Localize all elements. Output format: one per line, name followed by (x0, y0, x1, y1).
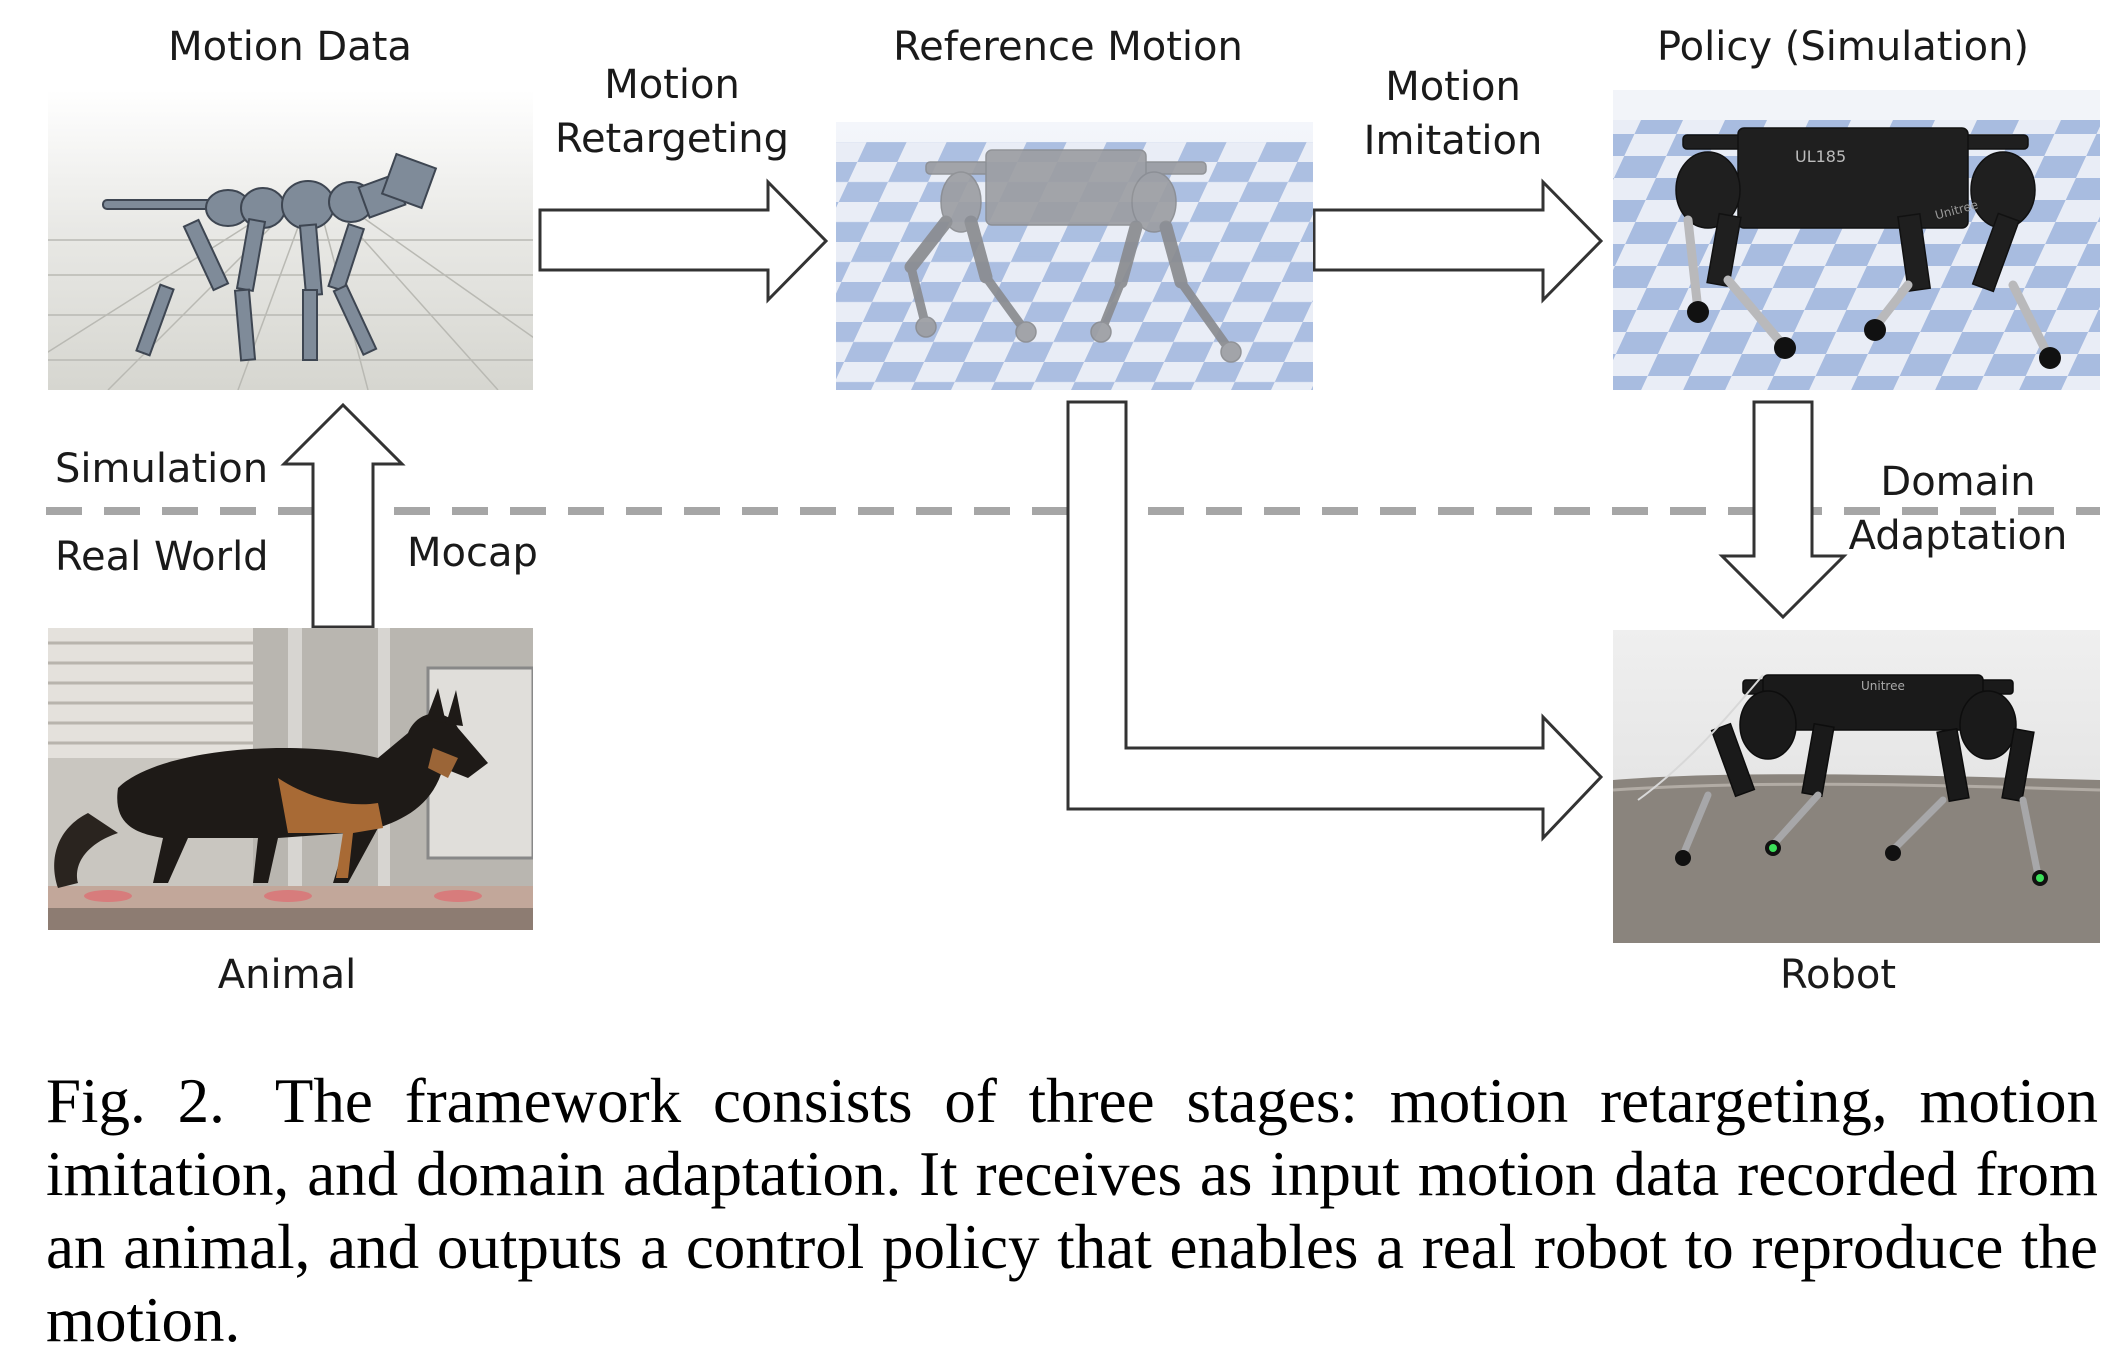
domain-adaptation-label-line1: Domain (1880, 459, 2036, 505)
mocap-label: Mocap (407, 530, 538, 576)
robot-label: Robot (1779, 952, 1897, 998)
policy-simulation-title: Policy (Simulation) (1656, 24, 2030, 70)
motion-imitation-label-line2: Imitation (1363, 118, 1543, 164)
simulation-label: Simulation (55, 446, 269, 492)
diagram-arrows (46, 178, 2100, 842)
domain-adaptation-arrow (1718, 400, 1848, 620)
reference-motion-image (836, 122, 1313, 390)
motion-imitation-arrow (1312, 178, 1604, 304)
motion-imitation-label-line1: Motion (1385, 64, 1521, 110)
figure-label: Fig. 2. (46, 1066, 225, 1136)
framework-figure: Motion Data Reference Motion Policy (Sim… (46, 24, 2100, 998)
robot-brand-text: Unitree (1861, 679, 1905, 693)
animal-label: Animal (217, 952, 357, 998)
robot-image: Unitree (1613, 630, 2100, 943)
domain-adaptation-label-line2: Adaptation (1848, 513, 2068, 559)
reference-motion-title: Reference Motion (893, 24, 1243, 70)
motion-retargeting-label-line1: Motion (604, 62, 740, 108)
reference-to-robot-arrow (1066, 400, 1604, 842)
motion-retargeting-label-line2: Retargeting (554, 116, 790, 162)
real-world-label: Real World (55, 534, 269, 580)
caption-text: The framework consists of three stages: … (46, 1066, 2098, 1355)
animal-image (48, 628, 533, 930)
policy-robot-model-text: UL185 (1795, 147, 1846, 166)
motion-retargeting-arrow (538, 178, 829, 304)
mocap-arrow (280, 402, 406, 629)
motion-data-title: Motion Data (168, 24, 412, 70)
motion-data-image (48, 90, 533, 390)
figure-caption: Fig. 2.The framework consists of three s… (46, 1065, 2098, 1357)
policy-simulation-image: UL185 Unitree (1613, 90, 2100, 390)
